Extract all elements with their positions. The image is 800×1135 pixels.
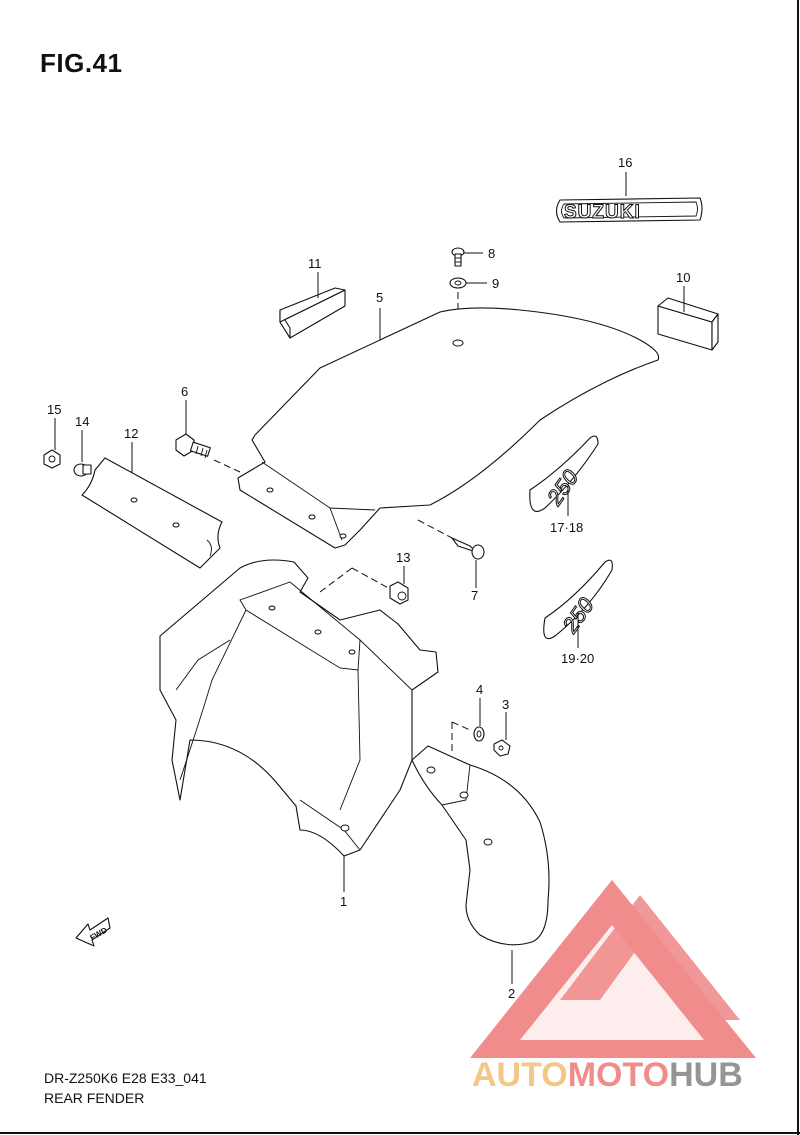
part-16-suzuki-emblem: SUZUKI [555,197,703,224]
watermark-text-hub: HUB [669,1056,743,1094]
callout-10: 10 [676,270,690,285]
callout-5: 5 [376,290,383,305]
watermark-text-moto: MOTO [568,1056,669,1094]
figure-name: REAR FENDER [44,1090,145,1106]
suzuki-emblem-text: SUZUKI [564,202,641,223]
callout-19-20: 19·20 [561,651,594,666]
part-10-pad [657,297,719,351]
part-15-nut [43,449,61,469]
part-2-mud-guard [411,745,550,946]
part-13-bolt [319,567,409,605]
leader-lines [54,172,685,984]
callout-17-18: 17·18 [550,520,583,535]
callout-11: 11 [308,256,322,271]
part-12-plate [81,457,223,569]
part-17-18-decal: 250 [529,435,599,512]
part-9-washer [449,277,467,289]
part-5-inner-fender [237,307,660,549]
figure-code: DR-Z250K6 E28 E33_041 [44,1070,207,1086]
part-11-pad [279,287,346,339]
part-4-washer [473,726,485,742]
fwd-arrow-icon: FWD [75,917,111,947]
callout-labels: 16 8 9 11 10 5 6 15 14 12 17·18 13 7 19·… [47,155,690,1001]
callout-6: 6 [181,384,188,399]
callout-15: 15 [47,402,61,417]
callout-3: 3 [502,697,509,712]
callout-16: 16 [618,155,632,170]
watermark-text-auto: AUTO [472,1056,568,1094]
part-8-screw [451,247,465,267]
part-6-bolt [175,433,211,459]
part-14-rivet [73,463,92,477]
callout-2: 2 [508,986,515,1001]
callout-1: 1 [340,894,347,909]
callout-7: 7 [471,588,478,603]
part-1-rear-fender [159,559,439,857]
callout-8: 8 [488,246,495,261]
part-3-bolt [493,739,511,757]
callout-14: 14 [75,414,89,429]
figure-title: FIG.41 [40,48,123,78]
watermark-logo: AUTOMOTOHUB [470,880,756,1094]
part-7-screw [417,519,485,560]
callout-4: 4 [476,682,483,697]
callout-12: 12 [124,426,138,441]
svg-text:AUTOMOTOHUB: AUTOMOTOHUB [472,1056,743,1094]
callout-13: 13 [396,550,410,565]
callout-9: 9 [492,276,499,291]
